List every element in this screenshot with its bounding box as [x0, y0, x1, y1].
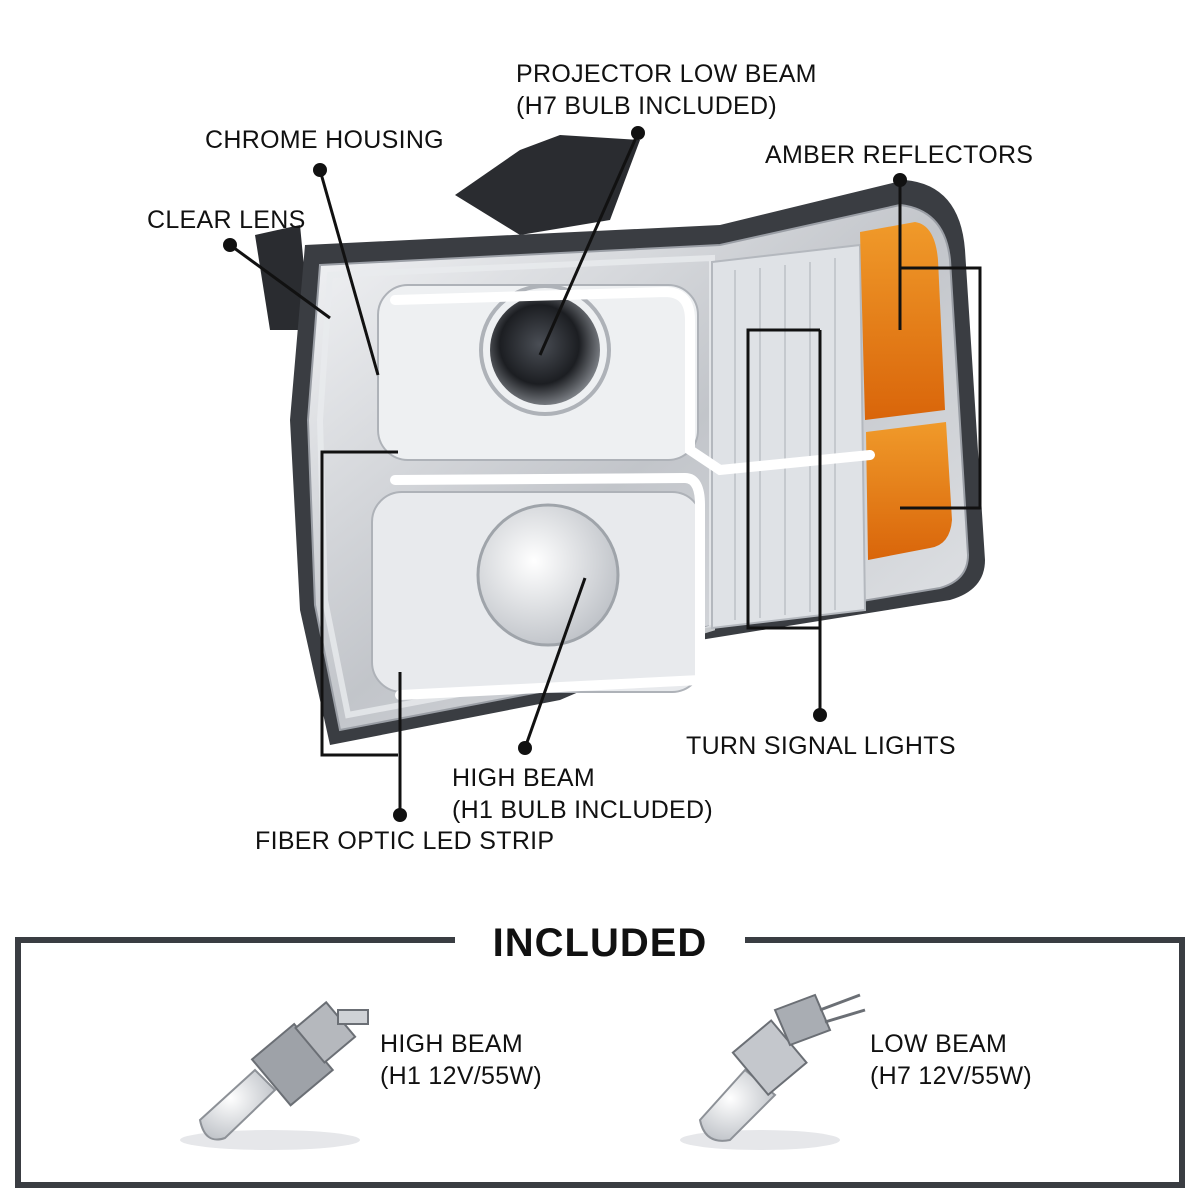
low-beam-bulb-line1: LOW BEAM	[870, 1030, 1008, 1058]
callout-dot-projector	[631, 126, 645, 140]
turn-signal-lens	[711, 243, 867, 630]
projector-lens	[490, 295, 600, 405]
callout-leaders	[229, 132, 982, 815]
headlight-assembly	[255, 135, 985, 745]
projector-low-beam-line1: PROJECTOR LOW BEAM	[516, 60, 817, 88]
callout-dots	[223, 126, 907, 822]
high-beam-line2: (H1 BULB INCLUDED)	[452, 796, 714, 824]
amber-reflector-upper	[860, 222, 945, 420]
amber-reflectors-label: AMBER REFLECTORS	[765, 141, 1034, 169]
amber-reflector-lower	[866, 422, 952, 560]
low-beam-bulb-line2: (H7 12V/55W)	[870, 1062, 1032, 1090]
included-frame	[15, 937, 1185, 1188]
callout-dot-high-beam	[518, 741, 532, 755]
low-beam-bulb-label: LOW BEAM (H7 12V/55W)	[870, 1028, 1032, 1092]
high-beam-bulb-line2: (H1 12V/55W)	[380, 1062, 542, 1090]
high-beam-label: HIGH BEAM (H1 BULB INCLUDED)	[452, 762, 713, 826]
h1-bulb-image	[180, 1000, 369, 1150]
projector-low-beam-line2: (H7 BULB INCLUDED)	[516, 92, 778, 120]
high-beam-reflector	[476, 503, 620, 647]
fiber-optic-led-strip-lower	[390, 472, 705, 700]
included-title: INCLUDED	[492, 921, 708, 965]
high-beam-bulb-line1: HIGH BEAM	[380, 1030, 523, 1058]
clear-lens-label: CLEAR LENS	[147, 206, 306, 234]
callout-dot-chrome	[313, 163, 327, 177]
h7-bulb-image	[680, 993, 866, 1150]
fiber-optic-led-strip-label: FIBER OPTIC LED STRIP	[255, 827, 555, 855]
turn-signal-ridges	[734, 258, 836, 620]
high-beam-line1: HIGH BEAM	[452, 764, 595, 792]
callout-dot-turn-signal	[813, 708, 827, 722]
high-beam-bulb-label: HIGH BEAM (H1 12V/55W)	[380, 1028, 542, 1092]
callout-dot-amber	[893, 173, 907, 187]
callout-dot-clear-lens	[223, 238, 237, 252]
chrome-housing-label: CHROME HOUSING	[205, 126, 444, 154]
mounting-bracket	[455, 135, 640, 235]
fiber-optic-led-strip-upper	[390, 286, 875, 476]
mount-tab	[255, 225, 310, 330]
turn-signal-lights-label: TURN SIGNAL LIGHTS	[686, 732, 956, 760]
projector-lens-ring	[479, 284, 611, 416]
projector-low-beam-label: PROJECTOR LOW BEAM (H7 BULB INCLUDED)	[516, 58, 817, 122]
callout-dot-fiber	[393, 808, 407, 822]
